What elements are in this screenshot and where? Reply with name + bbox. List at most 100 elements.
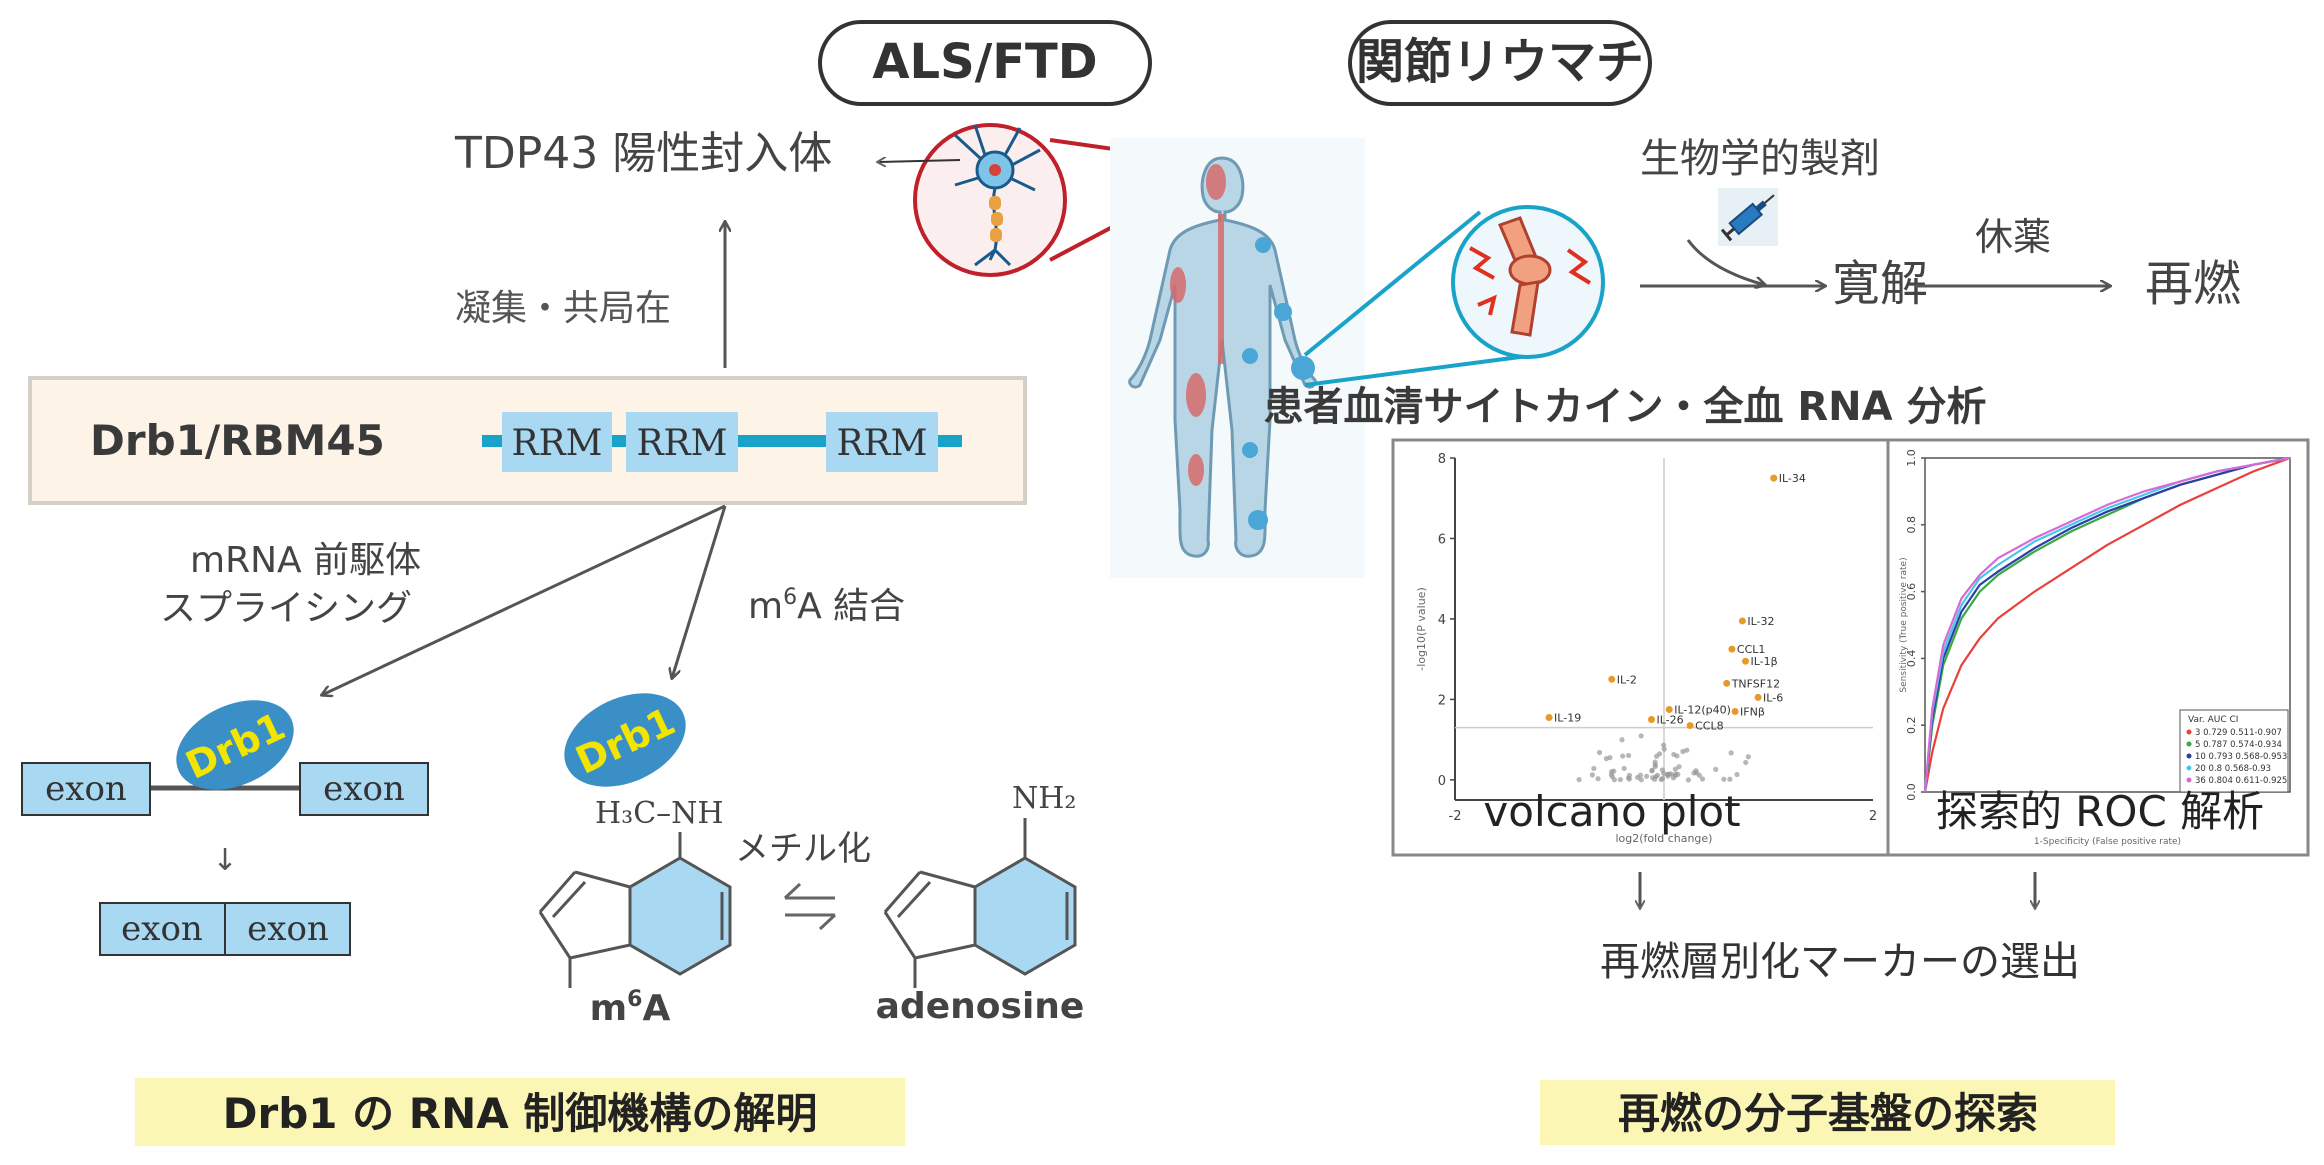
volcano-background-point [1680, 748, 1686, 755]
roc-legend-marker [2186, 753, 2192, 759]
volcano-background-point [1699, 776, 1706, 782]
tdp43-pointer [878, 160, 961, 162]
volcano-background-point [1595, 776, 1601, 782]
volcano-y-axis-label: -log10(P value) [1415, 587, 1428, 671]
volcano-point [1665, 705, 1673, 713]
m6a-binding-label: m6A 結合 [748, 585, 905, 627]
volcano-background-point [1665, 773, 1671, 779]
volcano-x-axis-label: log2(fold change) [1616, 832, 1713, 845]
volcano-background-point [1576, 777, 1582, 783]
volcano-background-point [1634, 774, 1641, 781]
volcano-background-point [1661, 746, 1667, 752]
volcano-y-tick-label: 2 [1438, 693, 1446, 708]
volcano-background-point [1685, 777, 1692, 783]
roc-curve [1923, 456, 2291, 793]
roc-y-tick-label: 0.6 [1905, 583, 1918, 601]
splicing-label-1: mRNA 前駆体 [190, 540, 421, 581]
roc-chart: 0.00.20.40.60.81.01-Specificity (False p… [1899, 449, 2291, 847]
adenosine-molecule: NH₂ adenosine [876, 781, 1085, 1027]
volcano-background-point [1609, 773, 1615, 780]
roc-y-tick-label: 0.2 [1905, 716, 1918, 734]
volcano-background-point [1638, 733, 1644, 739]
volcano-background-point [1660, 742, 1667, 748]
volcano-x-tick-label: -2 [1449, 809, 1462, 824]
roc-legend-marker [2186, 741, 2192, 747]
roc-legend-box [2179, 709, 2289, 793]
volcano-background-point [1626, 772, 1633, 778]
methylation-label: メチル化 [735, 829, 871, 869]
roc-curve [1923, 456, 2291, 793]
svg-text:exon: exon [45, 769, 127, 809]
adenosine-label: adenosine [876, 986, 1085, 1027]
splicing-label-2: スプライシング [160, 588, 412, 629]
withdrawal-label: 休薬 [1975, 215, 2051, 259]
volcano-background-point [1743, 759, 1749, 766]
volcano-background-point [1643, 773, 1650, 779]
volcano-point [1686, 722, 1694, 730]
volcano-y-tick-label: 8 [1438, 452, 1446, 467]
volcano-point-label: IL-12(p40) [1674, 703, 1731, 716]
volcano-background-point [1621, 765, 1627, 772]
volcano-background-point [1734, 771, 1740, 778]
exon-box-left: exon [21, 762, 151, 816]
volcano-point [1742, 657, 1750, 665]
volcano-point-label: IL-2 [1617, 673, 1637, 686]
volcano-background-point [1617, 776, 1623, 783]
volcano-background-point [1727, 776, 1733, 782]
volcano-background-point [1658, 776, 1664, 783]
svg-text:再燃の分子基盤の探索: 再燃の分子基盤の探索 [1618, 1089, 2038, 1138]
volcano-background-point [1672, 766, 1678, 772]
roc-legend-entry: 3 0.729 0.511-0.907 [2195, 728, 2282, 738]
relapse-label: 再燃 [2145, 256, 2241, 312]
protein-name: Drb1/RBM45 [90, 416, 385, 465]
roc-caption: 探索的 ROC 解析 [1936, 787, 2264, 836]
volcano-background-point [1596, 749, 1603, 756]
volcano-background-point [1625, 752, 1632, 759]
volcano-point-label: TNFSF12 [1731, 677, 1780, 690]
remission-label: 寛解 [1832, 256, 1928, 312]
left-footer: Drb1 の RNA 制御機構の解明 [135, 1078, 905, 1146]
volcano-y-tick-label: 0 [1438, 774, 1446, 789]
splicing-arrow [322, 504, 726, 695]
roc-y-axis-label: Sensitivity (True positive rate) [1899, 557, 1909, 692]
roc-legend-entry: 5 0.787 0.574-0.934 [2195, 740, 2282, 750]
volcano-point [1731, 707, 1739, 715]
m6a-label: m6A [590, 987, 671, 1029]
volcano-point [1770, 474, 1778, 482]
volcano-background-point [1693, 770, 1700, 776]
volcano-caption: volcano plot [1483, 787, 1740, 836]
volcano-background-point [1728, 750, 1734, 756]
spliced-exons: exon exon [99, 902, 351, 956]
volcano-y-tick-label: 6 [1438, 532, 1446, 547]
ra-header: 関節リウマチ [1348, 20, 1652, 106]
volcano-background-point [1591, 765, 1597, 772]
volcano-background-point [1649, 767, 1655, 773]
svg-text:RRM: RRM [511, 423, 602, 464]
splice-down-arrow: ↓ [212, 843, 237, 878]
roc-legend-marker [2186, 765, 2192, 771]
volcano-point-label: IFNβ [1740, 705, 1765, 718]
volcano-background-point [1608, 768, 1615, 775]
aggregation-label: 凝集・共局在 [455, 288, 671, 329]
rrm-domain-1: RRM [502, 412, 612, 472]
volcano-background-point [1652, 776, 1658, 782]
m6a-molecule: H₃C–NH m6A [538, 796, 732, 1029]
volcano-point [1754, 693, 1762, 701]
right-footer: 再燃の分子基盤の探索 [1540, 1080, 2115, 1145]
volcano-point-label: IL-32 [1747, 615, 1774, 628]
volcano-point-label: IL-26 [1656, 714, 1683, 727]
biologics-label: 生物学的製剤 [1640, 136, 1880, 182]
volcano-background-point [1670, 775, 1677, 781]
volcano-point-label: IL-34 [1779, 472, 1806, 485]
volcano-point-label: IL-19 [1554, 712, 1581, 725]
roc-legend-header: Var. AUC CI [2188, 715, 2238, 725]
roc-y-tick-label: 0.8 [1905, 516, 1918, 534]
m6a-arrow [672, 505, 727, 678]
syringe-icon [1718, 188, 1778, 246]
roc-y-tick-label: 0.4 [1905, 650, 1918, 668]
svg-text:Drb1 の RNA 制御機構の解明: Drb1 の RNA 制御機構の解明 [223, 1089, 818, 1138]
neuron-icon [953, 124, 1041, 267]
roc-y-tick-label: 0.0 [1905, 783, 1918, 801]
volcano-point [1608, 675, 1616, 683]
